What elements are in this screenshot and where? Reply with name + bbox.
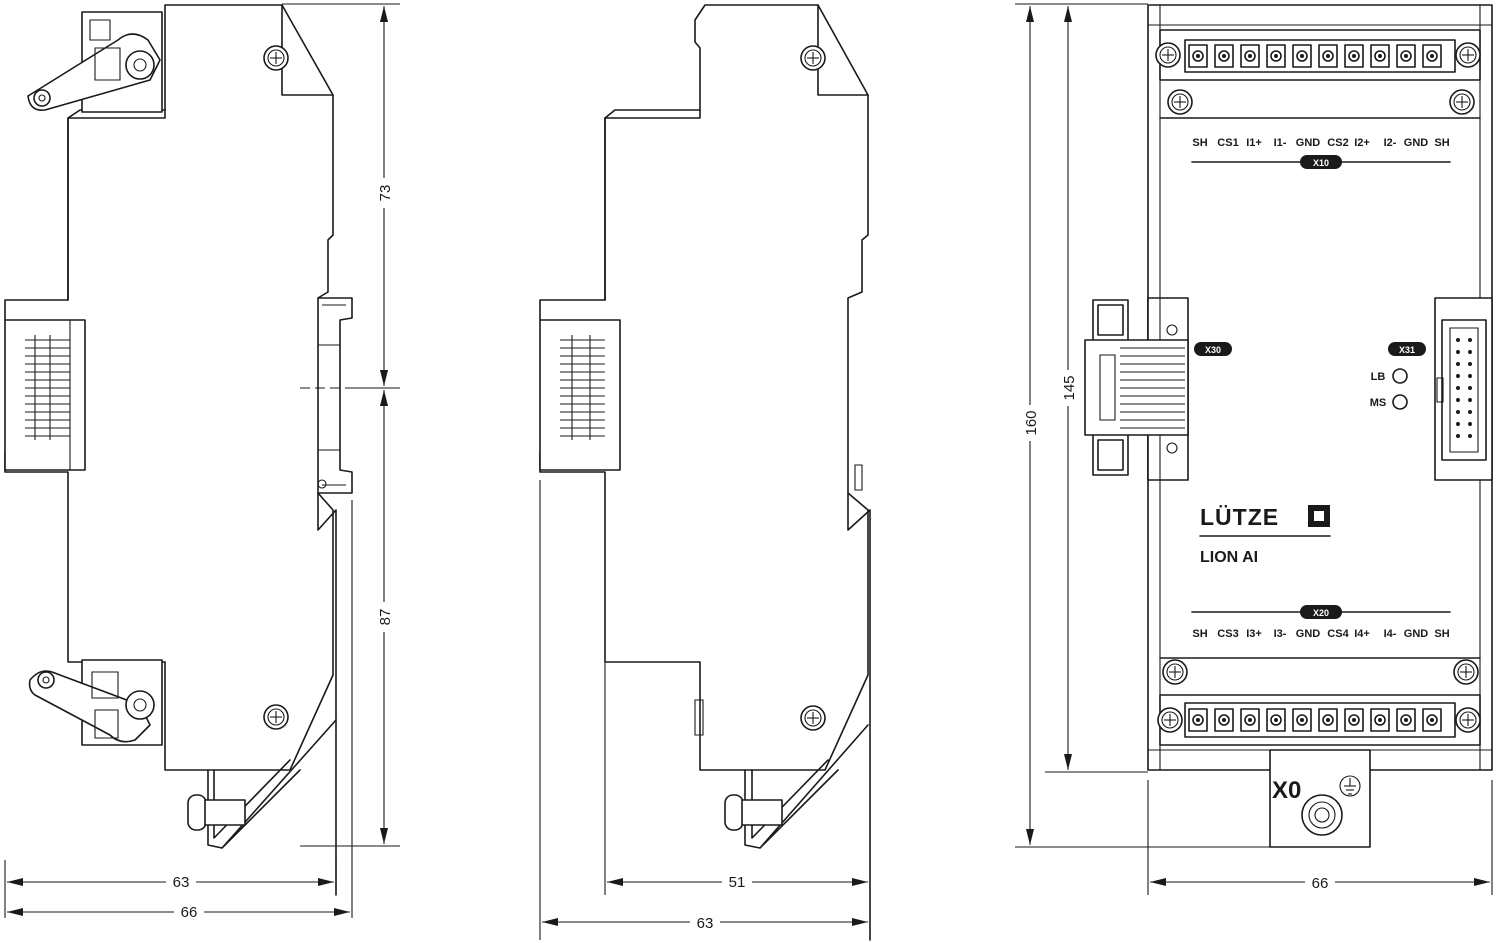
svg-text:CS2: CS2 bbox=[1327, 137, 1348, 149]
front-view: SH CS1 I1+ I1- GND CS2 I2+ I2- GND SH X1… bbox=[1015, 4, 1492, 895]
tag-x10: X10 bbox=[1313, 158, 1329, 168]
dim-middle-depth-body: 51 bbox=[729, 874, 746, 891]
svg-text:GND: GND bbox=[1404, 137, 1429, 149]
dim-front-total-height: 160 bbox=[1023, 410, 1040, 435]
ground-tag: X0 bbox=[1272, 777, 1301, 804]
svg-text:GND: GND bbox=[1296, 628, 1321, 640]
top-left-screw-icon bbox=[1155, 42, 1181, 68]
brand-logo: LÜTZE bbox=[1200, 504, 1330, 536]
middle-side-view: 51 63 bbox=[540, 5, 870, 940]
svg-text:I4+: I4+ bbox=[1354, 628, 1370, 640]
left-bus-connector bbox=[1085, 300, 1188, 475]
svg-text:SH: SH bbox=[1192, 137, 1207, 149]
bottom-terminal-labels: SH CS3 I3+ I3- GND CS4 I4+ I4- GND SH bbox=[1192, 628, 1449, 640]
top-right-screw-icon bbox=[1455, 42, 1481, 68]
svg-text:I4-: I4- bbox=[1384, 628, 1397, 640]
svg-text:I3-: I3- bbox=[1274, 628, 1287, 640]
dim-front-body-height: 145 bbox=[1061, 375, 1078, 400]
tag-x20: X20 bbox=[1313, 608, 1329, 618]
top-terminal-labels: SH CS1 I1+ I1- GND CS2 I2+ I2- GND SH bbox=[1192, 137, 1449, 149]
dim-depth-body: 63 bbox=[173, 874, 190, 891]
left-side-view: 73 87 63 66 bbox=[5, 4, 400, 921]
tag-x31: X31 bbox=[1399, 345, 1415, 355]
svg-text:GND: GND bbox=[1404, 628, 1429, 640]
svg-text:I2-: I2- bbox=[1384, 137, 1397, 149]
dim-front-width: 66 bbox=[1312, 875, 1329, 892]
svg-text:CS4: CS4 bbox=[1327, 628, 1349, 640]
dim-lower-height: 87 bbox=[377, 609, 394, 626]
dim-middle-depth-total: 63 bbox=[697, 915, 714, 932]
top-terminal-block bbox=[1155, 30, 1481, 80]
tag-x30: X30 bbox=[1205, 345, 1221, 355]
svg-text:SH: SH bbox=[1434, 137, 1449, 149]
ground-plate: X0 bbox=[1270, 750, 1370, 847]
svg-text:CS1: CS1 bbox=[1217, 137, 1238, 149]
svg-text:LÜTZE: LÜTZE bbox=[1200, 504, 1279, 530]
svg-text:SH: SH bbox=[1434, 628, 1449, 640]
bottom-latch bbox=[30, 660, 162, 745]
svg-text:I2+: I2+ bbox=[1354, 137, 1370, 149]
dim-depth-total: 66 bbox=[181, 904, 198, 921]
model-name: LION AI bbox=[1200, 549, 1258, 566]
svg-text:I3+: I3+ bbox=[1246, 628, 1262, 640]
led-ms-icon bbox=[1393, 395, 1407, 409]
svg-text:I1+: I1+ bbox=[1246, 137, 1262, 149]
top-latch bbox=[28, 12, 162, 112]
svg-text:SH: SH bbox=[1192, 628, 1207, 640]
right-ribbon-connector bbox=[1435, 298, 1492, 480]
svg-text:CS3: CS3 bbox=[1217, 628, 1238, 640]
dim-upper-height: 73 bbox=[377, 185, 394, 202]
led-lb-label: LB bbox=[1371, 371, 1386, 383]
led-ms-label: MS bbox=[1370, 397, 1387, 409]
led-lb-icon bbox=[1393, 369, 1407, 383]
bottom-terminal-block bbox=[1157, 695, 1481, 745]
ground-symbol-icon bbox=[1340, 776, 1360, 796]
svg-text:GND: GND bbox=[1296, 137, 1321, 149]
svg-text:I1-: I1- bbox=[1274, 137, 1287, 149]
